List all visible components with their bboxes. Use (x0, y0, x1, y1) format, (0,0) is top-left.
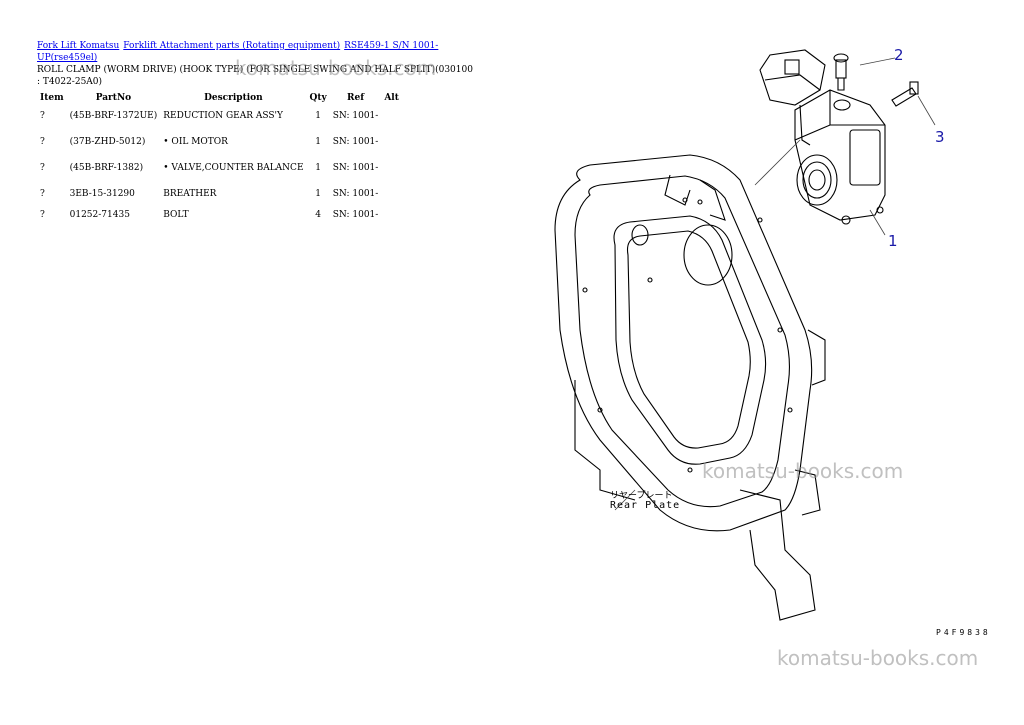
diagram-drawing (554, 49, 936, 621)
watermark: komatsu-books.com (702, 459, 904, 483)
cell-item: ? (40, 137, 45, 147)
cell-partno: 3EB-15-31290 (69, 189, 135, 199)
table-row: ? (45B-BRF-1372UE) REDUCTION GEAR ASS'Y … (37, 110, 402, 136)
callout-3: 3 (935, 128, 945, 146)
cell-qty: 1 (315, 189, 322, 199)
bolt-part (891, 81, 919, 107)
col-header-description: Description (204, 93, 263, 103)
cell-qty: 4 (315, 210, 322, 220)
breadcrumb-link-attachment-parts[interactable]: Forklift Attachment parts (Rotating equi… (123, 41, 341, 51)
cell-item: ? (40, 189, 45, 199)
col-header-partno: PartNo (95, 93, 132, 103)
parts-diagram: 2 3 1 リヤープレート Rear Plate (540, 30, 1000, 640)
cell-qty: 1 (315, 163, 322, 173)
breadcrumb-link-fork-lift[interactable]: Fork Lift Komatsu (37, 41, 120, 51)
cell-partno: (45B-BRF-1382) (69, 163, 144, 173)
callout-2: 2 (894, 46, 904, 64)
cell-ref: SN: 1001- (332, 163, 379, 173)
parts-table: Item PartNo Description Qty Ref Alt ? (4… (37, 90, 402, 230)
watermark: komatsu-books.com (777, 646, 979, 670)
cell-ref: SN: 1001- (332, 210, 379, 220)
col-header-item: Item (40, 93, 64, 103)
rear-plate-inner-opening (613, 215, 767, 465)
col-header-ref: Ref (347, 93, 365, 103)
cell-item: ? (40, 210, 45, 220)
cell-alt (381, 110, 402, 136)
page-title: ROLL CLAMP (WORM DRIVE) (HOOK TYPE) (FOR… (37, 65, 473, 87)
cell-ref: SN: 1001- (332, 111, 379, 121)
drawing-code: P4F9838 (936, 628, 991, 637)
bottom-bracket (574, 380, 636, 501)
cell-partno: (45B-BRF-1372UE) (69, 111, 158, 121)
breadcrumb-link-model[interactable]: RSE459-1 S/N 1001-UP(rse459el) (37, 41, 439, 63)
cell-alt (381, 188, 402, 209)
cell-alt (381, 209, 402, 230)
cell-item: ? (40, 163, 45, 173)
callout-1: 1 (888, 232, 898, 250)
cell-description: • OIL MOTOR (163, 137, 228, 147)
col-header-qty: Qty (309, 93, 327, 103)
cell-description: BREATHER (163, 189, 217, 199)
table-row: ? (45B-BRF-1382) • VALVE,COUNTER BALANCE… (37, 162, 402, 188)
table-header-row: Item PartNo Description Qty Ref Alt (37, 90, 402, 110)
rear-plate-label-en: Rear Plate (610, 500, 681, 511)
table-row: ? 3EB-15-31290 BREATHER 1 SN: 1001- (37, 188, 402, 209)
table-row: ? (37B-ZHD-5012) • OIL MOTOR 1 SN: 1001- (37, 136, 402, 162)
cell-description: • VALVE,COUNTER BALANCE (163, 163, 304, 173)
breather-part (833, 53, 849, 91)
cell-ref: SN: 1001- (332, 189, 379, 199)
watermark: komatsu-books.com (235, 56, 437, 80)
table-row: ? 01252-71435 BOLT 4 SN: 1001- (37, 209, 402, 230)
cell-description: BOLT (163, 210, 189, 220)
cell-partno: 01252-71435 (69, 210, 130, 220)
oil-motor-valve (759, 49, 851, 146)
rear-plate-label-jp: リヤープレート (610, 491, 673, 501)
cell-item: ? (40, 111, 45, 121)
reduction-gear-assembly (794, 89, 886, 225)
cell-alt (381, 162, 402, 188)
cell-qty: 1 (315, 137, 322, 147)
cell-description: REDUCTION GEAR ASS'Y (163, 111, 283, 121)
cell-qty: 1 (315, 111, 322, 121)
rear-plate-outline (554, 154, 813, 532)
cell-partno: (37B-ZHD-5012) (69, 137, 146, 147)
col-header-alt: Alt (384, 93, 399, 103)
cell-alt (381, 136, 402, 162)
cell-ref: SN: 1001- (332, 137, 379, 147)
